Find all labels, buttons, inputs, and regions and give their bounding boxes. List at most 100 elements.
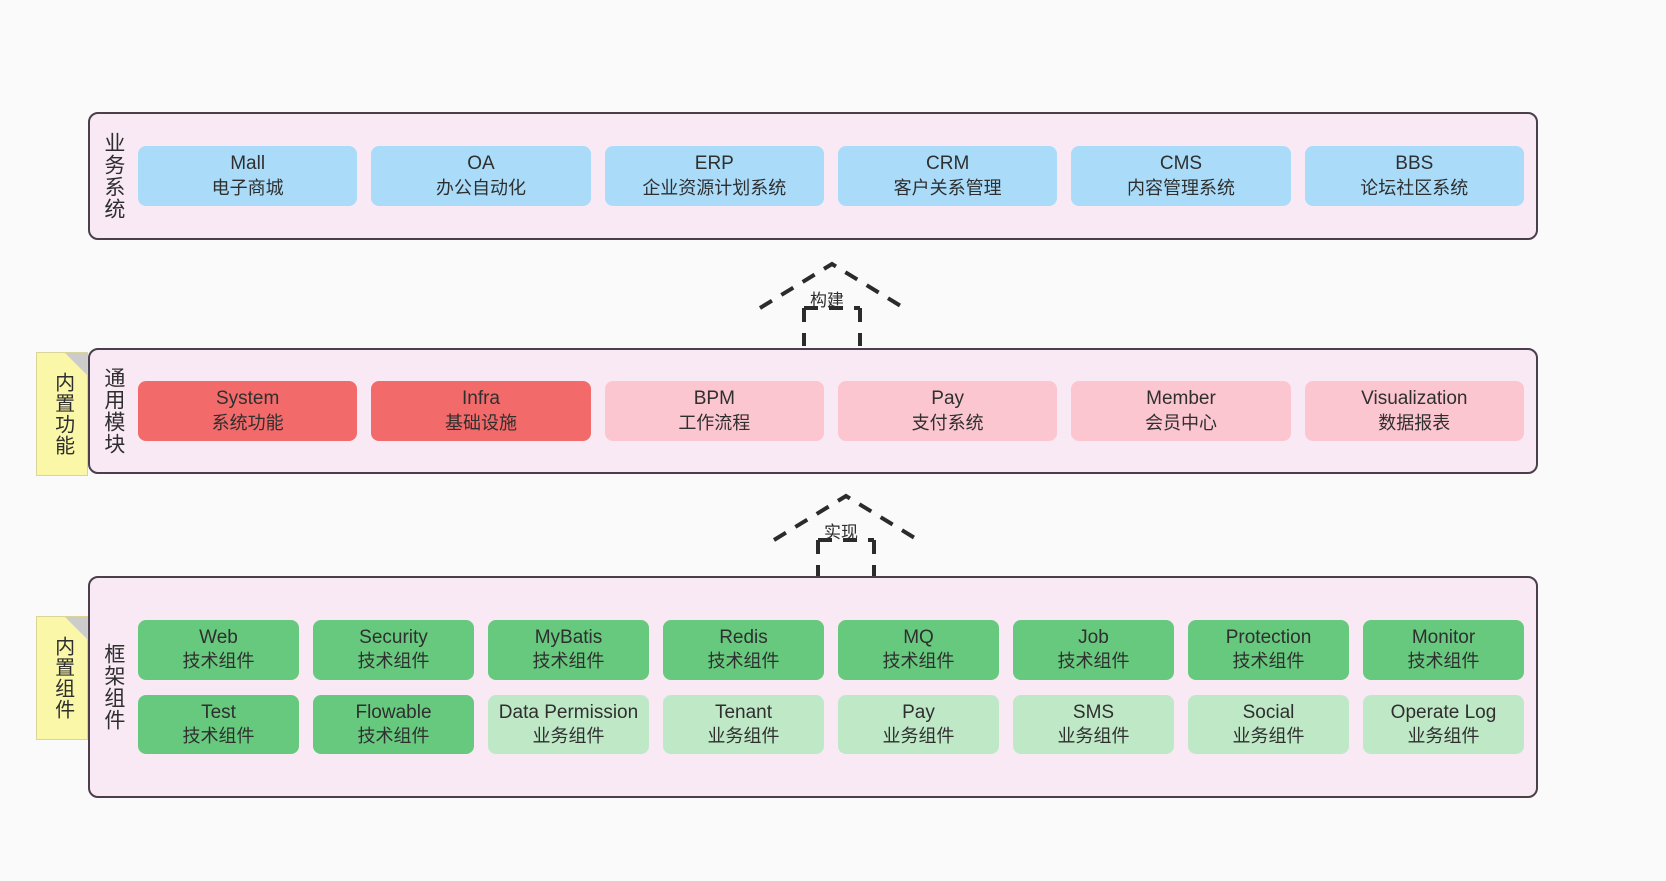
node-cms[interactable]: CMS 内容管理系统 xyxy=(1071,146,1291,206)
node-pay-component[interactable]: Pay 业务组件 xyxy=(838,694,999,754)
implement-arrow-icon xyxy=(772,493,920,578)
node-job-cn: 技术组件 xyxy=(1057,651,1130,672)
node-system-cn: 系统功能 xyxy=(211,412,284,433)
build-arrow: 构建 xyxy=(752,258,912,348)
node-crm-cn: 客户关系管理 xyxy=(893,177,1002,198)
layer-common-modules: 通用模块 System 系统功能 Infra 基础设施 BPM 工作流程 Pay… xyxy=(88,348,1538,474)
node-monitor-en: Monitor xyxy=(1411,627,1476,649)
node-erp-en: ERP xyxy=(694,153,734,175)
sticky-fold-corner-icon xyxy=(65,353,87,375)
node-oa[interactable]: OA 办公自动化 xyxy=(371,146,591,206)
node-erp[interactable]: ERP 企业资源计划系统 xyxy=(604,146,824,206)
node-oa-cn: 办公自动化 xyxy=(435,177,526,198)
node-infra-cn: 基础设施 xyxy=(444,412,517,433)
node-bbs-en: BBS xyxy=(1395,153,1434,175)
node-data-permission[interactable]: Data Permission 业务组件 xyxy=(488,694,649,754)
node-operate-log[interactable]: Operate Log 业务组件 xyxy=(1363,694,1524,754)
node-operate-log-en: Operate Log xyxy=(1390,701,1497,723)
node-data-permission-cn: 业务组件 xyxy=(532,725,605,746)
node-web[interactable]: Web 技术组件 xyxy=(138,620,299,680)
node-flowable-cn: 技术组件 xyxy=(357,725,430,746)
node-visualization-cn: 数据报表 xyxy=(1378,412,1451,433)
node-oa-en: OA xyxy=(467,153,495,175)
node-system[interactable]: System 系统功能 xyxy=(138,381,358,441)
node-web-en: Web xyxy=(199,627,238,649)
framework-row-2: Test 技术组件 Flowable 技术组件 Data Permission … xyxy=(138,694,1524,754)
node-sms-en: SMS xyxy=(1072,701,1115,723)
framework-row-1: Web 技术组件 Security 技术组件 MyBatis 技术组件 Redi… xyxy=(138,620,1524,680)
node-test-en: Test xyxy=(201,701,236,723)
node-job-en: Job xyxy=(1078,627,1109,649)
node-monitor[interactable]: Monitor 技术组件 xyxy=(1363,620,1524,680)
node-monitor-cn: 技术组件 xyxy=(1407,651,1480,672)
node-mq[interactable]: MQ 技术组件 xyxy=(838,620,999,680)
layer-title-common-modules: 通用模块 xyxy=(101,367,125,455)
node-test-cn: 技术组件 xyxy=(182,725,255,746)
node-mybatis-en: MyBatis xyxy=(534,627,603,649)
node-crm-en: CRM xyxy=(926,153,970,175)
node-mall-en: Mall xyxy=(230,153,266,175)
node-erp-cn: 企业资源计划系统 xyxy=(642,177,787,198)
layer-body-business-systems: Mall 电子商城 OA 办公自动化 ERP 企业资源计划系统 CRM 客户关系… xyxy=(136,114,1536,238)
node-pay-module[interactable]: Pay 支付系统 xyxy=(837,381,1058,441)
node-redis-en: Redis xyxy=(719,627,768,649)
sticky-note-builtin-components: 内置组件 xyxy=(36,616,88,740)
node-social-en: Social xyxy=(1242,701,1295,723)
node-infra-en: Infra xyxy=(461,388,500,410)
node-tenant-cn: 业务组件 xyxy=(707,725,780,746)
build-arrow-icon xyxy=(758,261,906,346)
node-pay-module-en: Pay xyxy=(931,388,965,410)
node-job[interactable]: Job 技术组件 xyxy=(1013,620,1174,680)
layer-body-framework-components: Web 技术组件 Security 技术组件 MyBatis 技术组件 Redi… xyxy=(136,578,1536,796)
node-social[interactable]: Social 业务组件 xyxy=(1188,694,1349,754)
node-cms-cn: 内容管理系统 xyxy=(1126,177,1235,198)
node-security[interactable]: Security 技术组件 xyxy=(313,620,474,680)
node-operate-log-cn: 业务组件 xyxy=(1407,725,1480,746)
node-tenant-en: Tenant xyxy=(714,701,773,723)
node-bbs-cn: 论坛社区系统 xyxy=(1360,177,1469,198)
node-data-permission-en: Data Permission xyxy=(498,701,639,723)
sticky-note-builtin-features: 内置功能 xyxy=(36,352,88,476)
layer-framework-components: 框架组件 Web 技术组件 Security 技术组件 MyBatis 技术组件… xyxy=(88,576,1538,798)
implement-arrow: 实现 xyxy=(766,490,926,580)
layer-business-systems: 业务系统 Mall 电子商城 OA 办公自动化 ERP 企业资源计划系统 CRM… xyxy=(88,112,1538,240)
node-mybatis[interactable]: MyBatis 技术组件 xyxy=(488,620,649,680)
node-pay-module-cn: 支付系统 xyxy=(911,412,984,433)
layer-title-framework-components: 框架组件 xyxy=(101,643,125,731)
node-mybatis-cn: 技术组件 xyxy=(532,651,605,672)
node-mall[interactable]: Mall 电子商城 xyxy=(138,146,358,206)
node-cms-en: CMS xyxy=(1159,153,1203,175)
node-pay-component-en: Pay xyxy=(902,701,935,723)
node-flowable[interactable]: Flowable 技术组件 xyxy=(313,694,474,754)
node-web-cn: 技术组件 xyxy=(182,651,255,672)
node-sms-cn: 业务组件 xyxy=(1057,725,1130,746)
node-bpm-en: BPM xyxy=(693,388,735,410)
node-mall-cn: 电子商城 xyxy=(211,177,284,198)
node-visualization-en: Visualization xyxy=(1361,388,1468,410)
node-mq-cn: 技术组件 xyxy=(882,651,955,672)
node-member[interactable]: Member 会员中心 xyxy=(1071,381,1291,441)
node-bpm[interactable]: BPM 工作流程 xyxy=(604,381,824,441)
node-security-en: Security xyxy=(359,627,428,649)
build-arrow-label: 构建 xyxy=(810,291,844,310)
node-test[interactable]: Test 技术组件 xyxy=(138,694,299,754)
layer-title-business-systems: 业务系统 xyxy=(101,132,125,220)
node-member-en: Member xyxy=(1146,388,1216,410)
node-security-cn: 技术组件 xyxy=(357,651,430,672)
node-infra[interactable]: Infra 基础设施 xyxy=(371,381,591,441)
node-bbs[interactable]: BBS 论坛社区系统 xyxy=(1304,146,1524,206)
node-pay-component-cn: 业务组件 xyxy=(882,725,955,746)
node-bpm-cn: 工作流程 xyxy=(678,412,751,433)
node-social-cn: 业务组件 xyxy=(1232,725,1305,746)
node-tenant[interactable]: Tenant 业务组件 xyxy=(663,694,824,754)
node-visualization[interactable]: Visualization 数据报表 xyxy=(1304,381,1524,441)
node-crm[interactable]: CRM 客户关系管理 xyxy=(837,146,1058,206)
node-redis[interactable]: Redis 技术组件 xyxy=(663,620,824,680)
node-protection[interactable]: Protection 技术组件 xyxy=(1188,620,1349,680)
node-protection-en: Protection xyxy=(1225,627,1312,649)
node-system-en: System xyxy=(215,388,280,410)
node-sms[interactable]: SMS 业务组件 xyxy=(1013,694,1174,754)
implement-arrow-label: 实现 xyxy=(824,523,858,542)
node-redis-cn: 技术组件 xyxy=(707,651,780,672)
node-protection-cn: 技术组件 xyxy=(1232,651,1305,672)
